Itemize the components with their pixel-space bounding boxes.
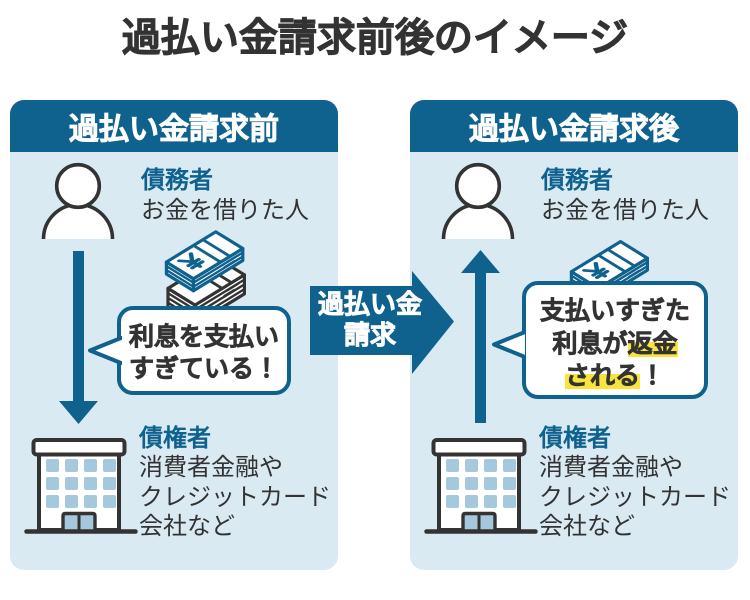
bubble-after-line3-plain: ！ — [640, 362, 666, 391]
claim-arrow-label: 過払い金 請求 — [312, 289, 428, 351]
bubble-after-line1: 支払いすぎた — [539, 297, 691, 326]
debtor-desc: お金を借りた人 — [141, 197, 309, 224]
creditor-title: 債権者 — [539, 425, 611, 452]
speech-bubble-tail — [88, 336, 122, 365]
debtor-label: 債務者 お金を借りた人 — [141, 166, 309, 226]
speech-bubble-before: 利息を支払い すぎている！ — [117, 306, 291, 395]
panel-after-header: 過払い金請求後 — [410, 100, 738, 152]
debtor-desc: お金を借りた人 — [541, 197, 709, 224]
panel-before-header: 過払い金請求前 — [10, 100, 338, 152]
creditor-desc-line1: 消費者金融や — [539, 454, 683, 482]
debtor-title: 債務者 — [141, 167, 213, 194]
debtor-title: 債務者 — [541, 167, 613, 194]
creditor-desc-line3: 会社など — [139, 512, 235, 540]
building-icon — [24, 438, 138, 534]
claim-arrow-line2: 請求 — [343, 320, 397, 351]
creditor-desc-line1: 消費者金融や — [139, 454, 283, 482]
creditor-desc-line3: 会社など — [539, 512, 635, 540]
bubble-after-line2: 利息が返金 — [552, 328, 678, 361]
bubble-after-line2-highlight: 返金 — [627, 329, 678, 358]
bubble-after-line3: される！ — [564, 360, 666, 393]
speech-bubble-after: 支払いすぎた 利息が返金 される！ — [522, 281, 708, 399]
creditor-label: 債権者 消費者金融や クレジットカード 会社など — [139, 424, 331, 541]
person-icon — [441, 162, 515, 240]
bubble-after-line2-plain: 利息が — [552, 329, 628, 358]
building-icon — [424, 438, 538, 534]
bubble-after-line3-highlight: される — [564, 362, 641, 391]
panel-before-header-label: 過払い金請求前 — [69, 113, 280, 147]
person-icon — [41, 162, 115, 240]
bubble-before-line2: すぎている！ — [128, 355, 280, 384]
arrow-right-icon — [310, 271, 454, 374]
panel-after-header-label: 過払い金請求後 — [469, 113, 680, 147]
creditor-desc-line2: クレジットカード — [139, 483, 331, 511]
yen-icon — [582, 262, 610, 279]
yen-icon — [177, 252, 205, 270]
speech-bubble-tail — [492, 330, 526, 359]
creditor-desc-line2: クレジットカード — [539, 483, 731, 511]
creditor-label: 債権者 消費者金融や クレジットカード 会社など — [539, 424, 731, 541]
debtor-label: 債務者 お金を借りた人 — [541, 166, 709, 226]
bubble-before-line1: 利息を支払い — [128, 322, 280, 351]
arrow-down-icon — [59, 251, 98, 424]
arrow-up-icon — [461, 250, 500, 423]
page-title: 過払い金請求前後のイメージ — [121, 17, 629, 61]
creditor-title: 債権者 — [139, 425, 211, 452]
panel-before: 過払い金請求前 債務者 お金を借りた人 — [10, 100, 338, 570]
panel-after: 過払い金請求後 債務者 お金を借りた人 — [410, 100, 738, 570]
claim-arrow-line1: 過払い金 — [317, 289, 423, 320]
